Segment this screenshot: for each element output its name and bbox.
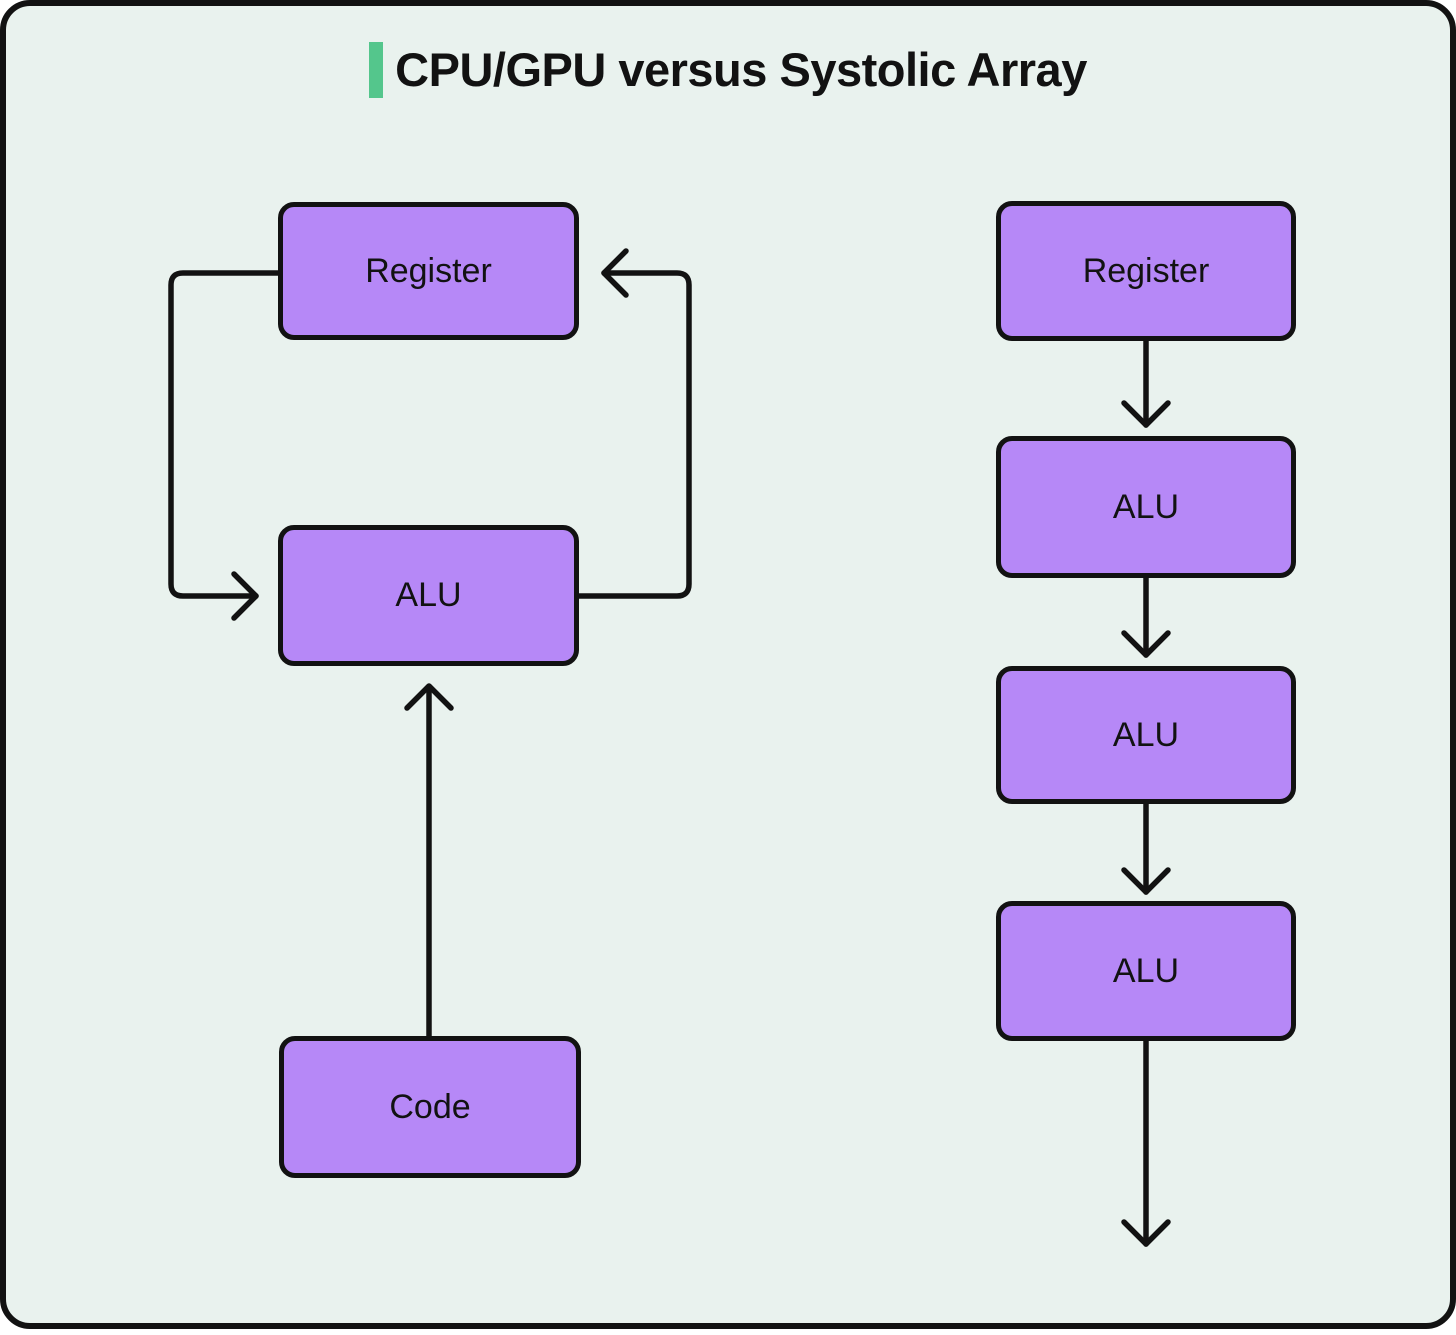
systolic-register-node: Register (996, 201, 1296, 341)
arrowhead-systolic-output (1121, 1219, 1171, 1247)
arrowhead-into-alu3 (1121, 867, 1171, 895)
arrowhead-into-alu2 (1121, 630, 1171, 658)
cpu-code-node: Code (279, 1036, 581, 1178)
arrowhead-into-register-right (601, 248, 629, 298)
cpu-alu-label: ALU (395, 576, 462, 614)
arrowhead-into-alu1 (1121, 400, 1171, 428)
systolic-alu2-node: ALU (996, 666, 1296, 804)
page-title: CPU/GPU versus Systolic Array (395, 43, 1087, 97)
arrowhead-into-alu-bottom (404, 683, 454, 711)
systolic-alu2-label: ALU (1112, 715, 1180, 754)
arrow-alu-to-register-rail (576, 270, 692, 599)
title-row: CPU/GPU versus Systolic Array (6, 42, 1450, 98)
systolic-register-label: Register (1082, 251, 1210, 290)
systolic-alu3-label: ALU (1112, 951, 1180, 990)
systolic-alu1-node: ALU (996, 436, 1296, 578)
systolic-alu3-node: ALU (996, 901, 1296, 1041)
cpu-register-node: Register (278, 202, 579, 340)
systolic-alu1-label: ALU (1112, 487, 1180, 526)
arrowhead-into-alu-left (231, 571, 259, 621)
cpu-register-label: Register (365, 251, 492, 290)
cpu-code-label: Code (389, 1087, 471, 1126)
arrow-register-to-alu-rail (168, 270, 281, 599)
cpu-alu-node: ALU (278, 525, 579, 666)
title-accent-bar (369, 42, 384, 98)
